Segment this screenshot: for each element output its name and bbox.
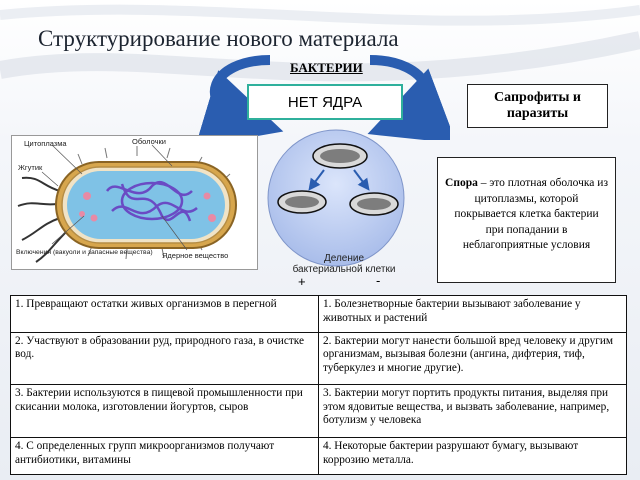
table-row: 4. С определенных групп микроорганизмов … [10, 437, 627, 475]
left-curved-arrow [195, 55, 284, 140]
division-caption: Деление бактериальной клетки [279, 253, 409, 275]
cycle-arrows [195, 55, 450, 140]
table-row: 1. Превращают остатки живых организмов в… [10, 295, 627, 333]
right-curved-arrow [367, 55, 450, 140]
flagellum-2 [17, 202, 58, 207]
flagellum-4 [35, 230, 68, 263]
table-cell-harm: 1. Болезнетворные бактерии вызывают забо… [318, 295, 627, 333]
table-cell-harm: 4. Некоторые бактерии разрушают бумагу, … [318, 437, 627, 475]
division-caption-line1: Деление [323, 253, 365, 264]
table-row: 2. Участвуют в образовании руд, природно… [10, 331, 627, 386]
page-title: Структурирование нового материала [38, 26, 399, 51]
saprophytes-box: Сапрофиты и паразиты [467, 84, 608, 128]
nuclear-substance [105, 181, 198, 222]
no-nucleus-text: НЕТ ЯДРА [287, 93, 363, 111]
inclusions [79, 192, 216, 222]
label-inclusions: Включения (вакуоли и запасные вещества) [16, 249, 153, 256]
label-cytoplasm: Цитоплазма [24, 139, 67, 148]
label-flagellum: Жгутик [18, 163, 43, 172]
division-caption-line2: бактериальной клетки [292, 264, 396, 275]
table-cell-benefit: 2. Участвуют в образовании руд, природно… [10, 331, 319, 386]
plus-sign: + [298, 274, 306, 289]
table-cell-benefit: 4. С определенных групп микроорганизмов … [10, 437, 319, 475]
spore-definition-box: Спора – это плотная оболочка из цитоплаз… [437, 157, 616, 283]
cytoplasm [67, 171, 225, 239]
bacteria-label: БАКТЕРИИ [290, 60, 363, 75]
division-circle [267, 129, 405, 267]
saprophytes-text: Сапрофиты и паразиты [494, 90, 581, 121]
label-nuclear-substance: Ядерное вещество [162, 251, 228, 260]
daughter-bacterium-right [349, 192, 399, 216]
spore-definition: – это плотная оболочка из цитоплазмы, ко… [454, 177, 608, 251]
flagellum-3 [21, 217, 61, 241]
spore-term: Спора [445, 177, 478, 189]
no-nucleus-box: НЕТ ЯДРА [247, 84, 403, 120]
bacterium-structure-diagram: Цитоплазма Оболочки Жгутик Включения (ва… [11, 135, 258, 270]
bacteria-facts-table: 1. Превращают остатки живых организмов в… [10, 295, 627, 475]
label-membrane: Оболочки [132, 137, 166, 146]
minus-sign: - [376, 273, 381, 288]
table-cell-harm: 2. Бактерии могут нанести большой вред ч… [318, 331, 627, 386]
table-cell-benefit: 1. Превращают остатки живых организмов в… [10, 295, 319, 333]
daughter-bacterium-left [277, 190, 327, 214]
table-cell-benefit: 3. Бактерии используются в пищевой промы… [10, 384, 319, 439]
flagellum-1 [21, 176, 61, 192]
table-row: 3. Бактерии используются в пищевой промы… [10, 384, 627, 439]
bacterium-illustration: Цитоплазма Оболочки Жгутик Включения (ва… [16, 137, 237, 263]
table-cell-harm: 3. Бактерии могут портить продукты питан… [318, 384, 627, 439]
cell-division-diagram [267, 129, 405, 267]
parent-bacterium [312, 143, 368, 169]
